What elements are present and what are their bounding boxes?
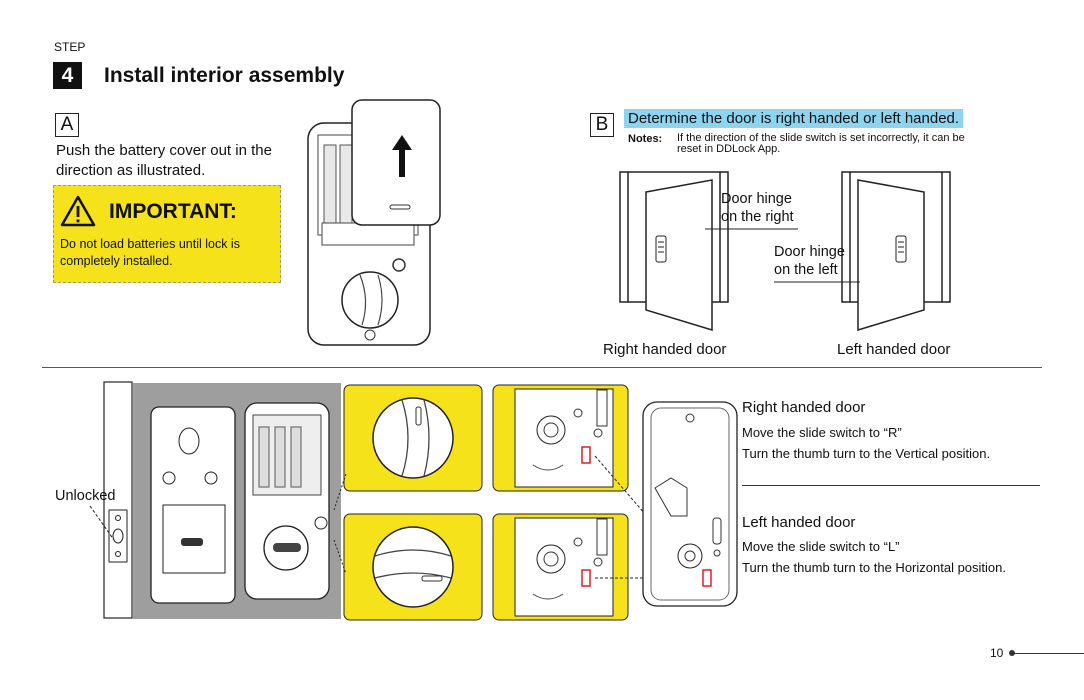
thumb-turn-vertical-zoom bbox=[343, 384, 483, 492]
zoom-leader-lines bbox=[333, 473, 347, 575]
left-handed-line1: Move the slide switch to “L” bbox=[742, 539, 900, 554]
hinge-right-label-line1: Door hinge bbox=[721, 191, 792, 207]
notes-label: Notes: bbox=[628, 133, 663, 145]
important-callout: IMPORTANT: Do not load batteries until l… bbox=[53, 185, 281, 283]
unlocked-leader-line bbox=[89, 505, 115, 541]
thumb-turn-horizontal-zoom bbox=[343, 513, 483, 621]
page-marker-line bbox=[1014, 653, 1084, 654]
notes-text: If the direction of the slide switch is … bbox=[677, 132, 965, 155]
hinge-left-label-line1: Door hinge bbox=[774, 244, 845, 260]
section-a-letter: A bbox=[55, 113, 79, 137]
left-handed-title: Left handed door bbox=[742, 514, 856, 531]
right-handed-door-illustration bbox=[619, 171, 729, 332]
slide-switch-l-zoom bbox=[492, 513, 629, 621]
left-handed-door-illustration bbox=[841, 171, 951, 332]
left-handed-line2: Turn the thumb turn to the Horizontal po… bbox=[742, 560, 1006, 575]
step-label: STEP bbox=[54, 40, 86, 54]
right-handed-line1: Move the slide switch to “R” bbox=[742, 425, 902, 440]
page-marker-dot bbox=[1009, 650, 1015, 656]
right-handed-title: Right handed door bbox=[742, 399, 866, 416]
left-door-caption: Left handed door bbox=[837, 341, 951, 358]
door-edge-latch-illustration bbox=[103, 381, 133, 619]
back-plate-illustration bbox=[594, 401, 738, 607]
page-title: Install interior assembly bbox=[104, 64, 345, 87]
slide-switch-r-zoom bbox=[492, 384, 629, 492]
page-number: 10 bbox=[990, 646, 1004, 660]
step-number-badge: 4 bbox=[53, 62, 82, 89]
hinge-right-leader-line bbox=[705, 228, 798, 230]
important-text: Do not load batteries until lock is comp… bbox=[60, 237, 240, 268]
mounting-plate-panel bbox=[133, 383, 341, 619]
unlocked-label: Unlocked bbox=[55, 488, 116, 504]
section-b-title: Determine the door is right handed or le… bbox=[624, 109, 964, 128]
lock-battery-cover-illustration bbox=[307, 99, 441, 346]
right-door-caption: Right handed door bbox=[603, 341, 727, 358]
hinge-left-label-line2: on the left bbox=[774, 262, 838, 278]
section-divider bbox=[42, 367, 1042, 368]
instruction-divider bbox=[742, 485, 1040, 486]
right-handed-line2: Turn the thumb turn to the Vertical posi… bbox=[742, 446, 991, 461]
hinge-left-leader-line bbox=[774, 281, 860, 283]
important-title: IMPORTANT: bbox=[109, 200, 237, 223]
warning-icon bbox=[60, 195, 96, 227]
section-a-instruction: Push the battery cover out in the direct… bbox=[56, 142, 272, 179]
section-b-letter: B bbox=[590, 113, 614, 137]
hinge-right-label-line2: on the right bbox=[721, 209, 794, 225]
